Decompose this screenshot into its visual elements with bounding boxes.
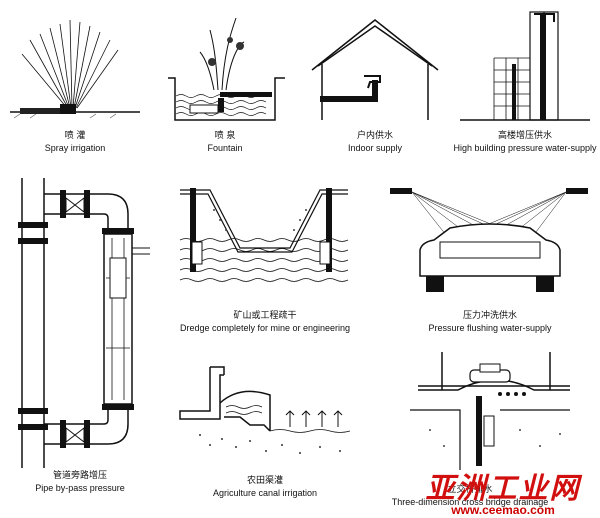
- pipe-bypass-caption: 管道旁路增压 Pipe by-pass pressure: [0, 470, 160, 494]
- panel-bridge-drainage: [400, 350, 590, 480]
- watermark-logo: 亚洲工业网: [425, 471, 581, 505]
- watermark: 亚洲工业网 www.ceemao.com: [410, 472, 596, 516]
- caption-cn: 压力冲洗供水: [462, 311, 517, 321]
- pressure-flushing-drawing: [390, 188, 588, 292]
- panel-dredge-mine: 矿山或工程疏干 Dredge completely for mine or en…: [170, 180, 360, 335]
- panel-indoor-supply: 户内供水 Indoor supply: [300, 0, 450, 165]
- dredge-mine-caption: 矿山或工程疏干 Dredge completely for mine or en…: [170, 310, 360, 334]
- indoor-supply-drawing: [311, 19, 439, 120]
- caption-cn: 矿山或工程疏干: [233, 311, 297, 321]
- panel-pipe-bypass: 管道旁路增压 Pipe by-pass pressure: [0, 168, 160, 498]
- high-building-drawing: [460, 11, 590, 121]
- indoor-supply-caption: 户内供水 Indoor supply: [300, 130, 450, 154]
- pressure-flushing-caption: 压力冲洗供水 Pressure flushing water-supply: [390, 310, 590, 334]
- caption-cn: 喷 泉: [214, 131, 236, 141]
- dredge-mine-drawing: [179, 188, 349, 282]
- high-building-caption: 高楼增压供水 High building pressure water-supp…: [450, 130, 600, 154]
- caption-en: Dredge completely for mine or engineerin…: [179, 323, 351, 333]
- caption-cn: 户内供水: [356, 131, 393, 141]
- caption-en: Pipe by-pass pressure: [35, 483, 125, 493]
- agriculture-canal-drawing: [179, 366, 351, 454]
- watermark-url: www.ceemao.com: [451, 503, 555, 517]
- caption-en: Spray irrigation: [44, 143, 106, 153]
- caption-cn: 立交桥排水: [447, 485, 493, 495]
- caption-cn: 高楼增压供水: [497, 131, 552, 141]
- bridge-drainage-drawing: [410, 352, 570, 470]
- panel-fountain: 喷 泉 Fountain: [150, 0, 300, 165]
- panel-spray-irrigation: 喷 灌 Spray irrigation: [0, 0, 150, 165]
- caption-en: High building pressure water-supply: [453, 143, 597, 153]
- caption-cn: 农田渠灌: [246, 476, 283, 486]
- fountain-caption: 喷 泉 Fountain: [150, 130, 300, 154]
- caption-en: Pressure flushing water-supply: [428, 323, 552, 333]
- caption-cn: 管道旁路增压: [52, 471, 107, 481]
- panel-high-building: 高楼增压供水 High building pressure water-supp…: [450, 0, 600, 165]
- bridge-drainage-caption: 立交桥排水 Three-dimension cross bridge drain…: [360, 484, 580, 508]
- panel-pressure-flushing: 压力冲洗供水 Pressure flushing water-supply: [390, 180, 590, 335]
- caption-en: Three-dimension cross bridge drainage: [391, 497, 549, 507]
- panel-agriculture-canal: 农田渠灌 Agriculture canal irrigation: [170, 355, 360, 510]
- caption-en: Indoor supply: [347, 143, 403, 153]
- caption-en: Agriculture canal irrigation: [212, 488, 318, 498]
- fountain-drawing: [168, 17, 285, 121]
- spray-irrigation-caption: 喷 灌 Spray irrigation: [0, 130, 150, 154]
- agriculture-canal-caption: 农田渠灌 Agriculture canal irrigation: [170, 475, 360, 499]
- caption-en: Fountain: [207, 143, 243, 153]
- spray-irrigation-drawing: [10, 19, 140, 119]
- pipe-bypass-drawing: [18, 178, 150, 468]
- caption-cn: 喷 灌: [64, 131, 86, 141]
